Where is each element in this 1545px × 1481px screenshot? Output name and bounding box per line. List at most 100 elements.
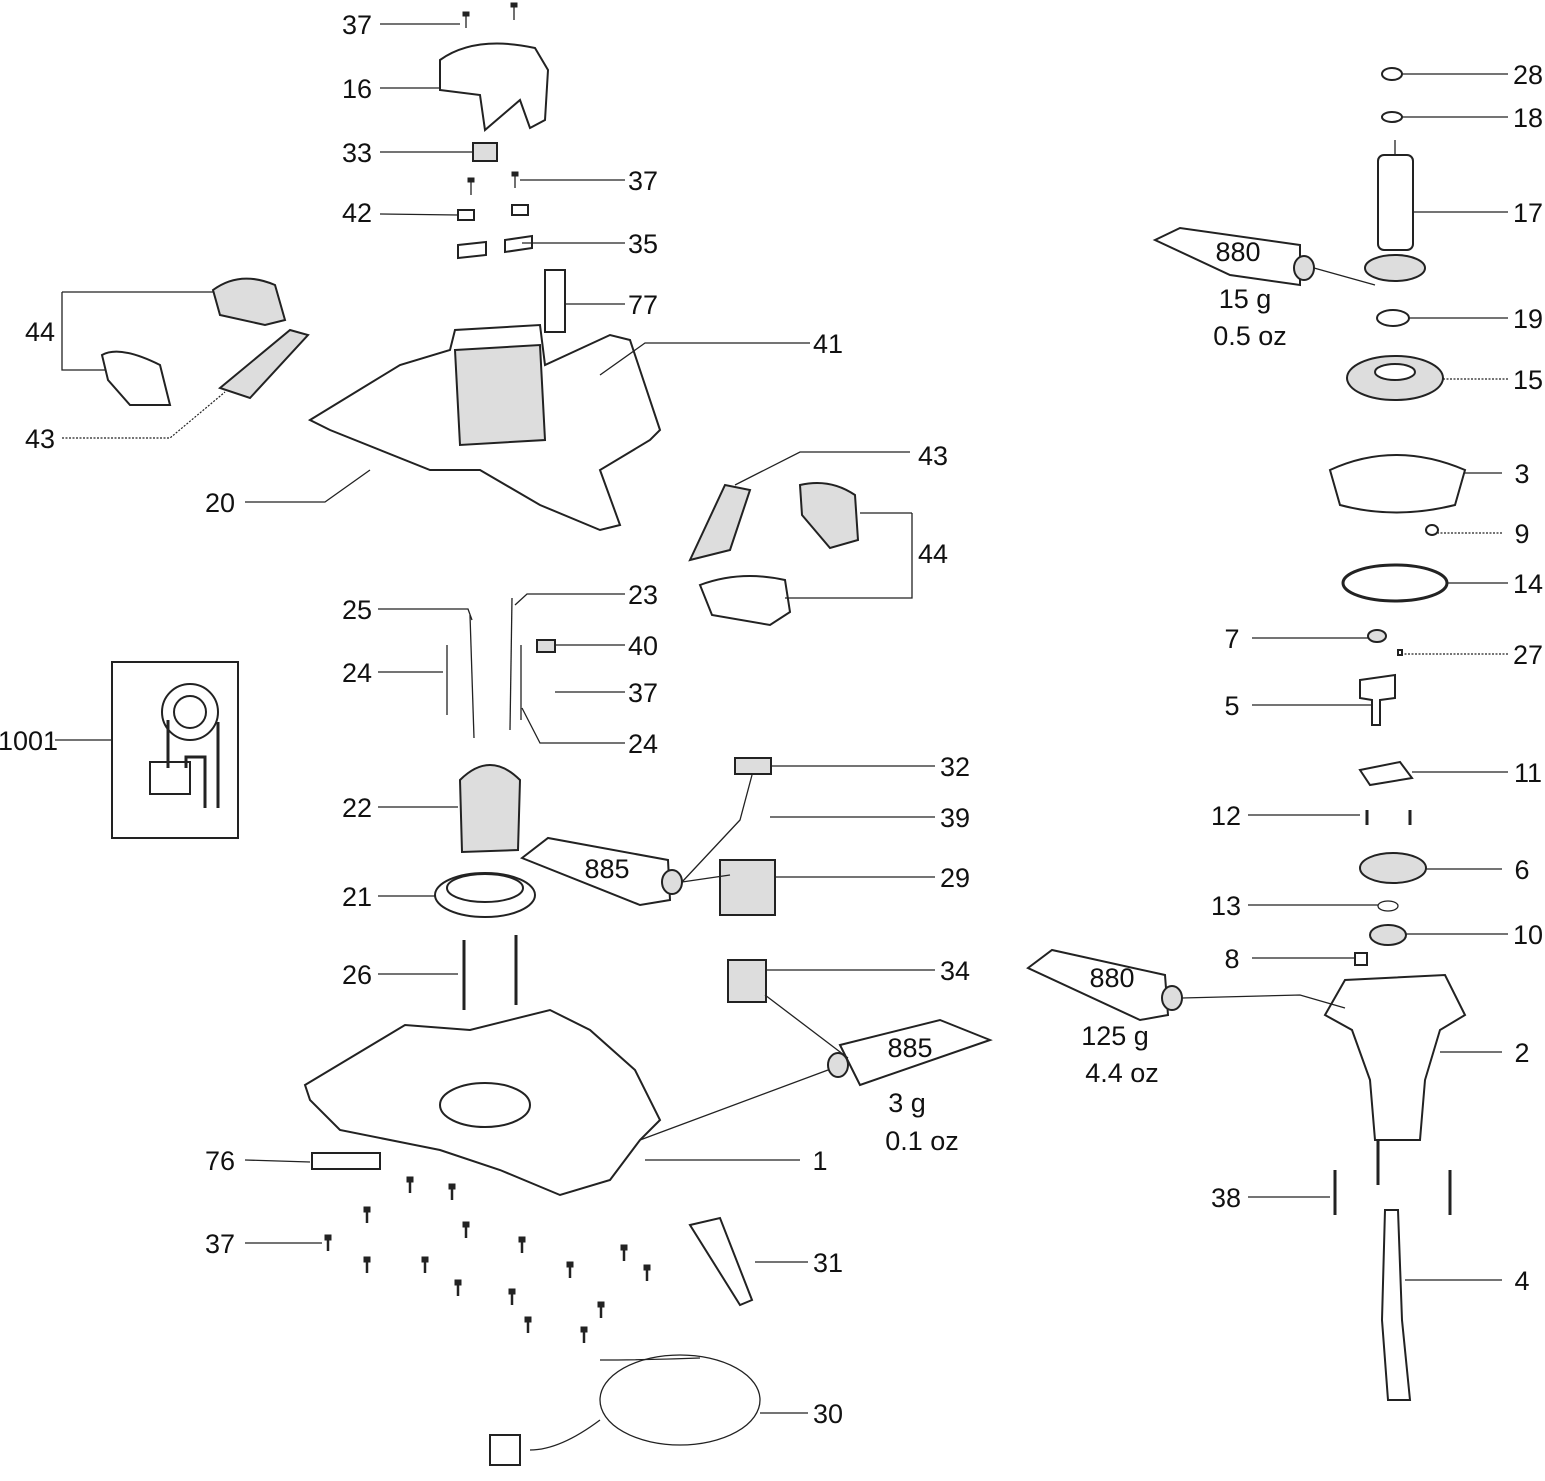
part-stator: [458, 764, 522, 854]
callout-18: 18: [1402, 103, 1543, 133]
callout-number: 35: [628, 229, 658, 259]
callout-number: 12: [1211, 801, 1241, 831]
callout-number: 40: [628, 631, 658, 661]
callout-15: 15: [1443, 365, 1543, 395]
part-screws-37-bottom: [324, 1176, 651, 1343]
screw-icon: [643, 1264, 651, 1271]
screw-icon: [597, 1301, 605, 1308]
callout-33: 33: [342, 138, 473, 168]
screw-icon: [324, 1234, 332, 1241]
screw-icon: [421, 1256, 429, 1263]
part-holder-left: [457, 240, 487, 260]
part-rods: [446, 597, 522, 739]
callout-22: 22: [342, 793, 458, 823]
callout-5: 5: [1224, 691, 1372, 721]
part-29: [719, 859, 776, 916]
right-column-parts: [1323, 67, 1467, 1401]
part-housing-motor-section: [453, 343, 547, 447]
leader-line: [244, 1159, 311, 1163]
leader-tube-885-left-a: [681, 774, 753, 883]
callout-12: 12: [1211, 801, 1360, 831]
leader-line: [62, 391, 226, 439]
callout-11: 11: [1412, 758, 1542, 788]
screw-icon: [462, 1221, 470, 1228]
callout-8: 8: [1224, 944, 1355, 974]
callout-number: 24: [628, 729, 658, 759]
callout-number: 10: [1513, 920, 1543, 950]
leader-line: [378, 608, 473, 621]
callout-number: 32: [940, 752, 970, 782]
callout-number: 9: [1514, 519, 1529, 549]
callout-44: 44: [785, 512, 948, 599]
callout-number: 38: [1211, 1183, 1241, 1213]
leader-tube-885-right-a: [639, 1069, 829, 1141]
part-ring-inner: [446, 873, 524, 903]
callout-42: 42: [342, 198, 459, 228]
callout-39: 39: [770, 803, 970, 833]
part-handle-44-left-bottom: [100, 350, 172, 406]
callout-number: 4: [1514, 1266, 1529, 1296]
part-clip-right: [511, 204, 529, 216]
part-long-screws-26: [462, 935, 518, 1010]
callout-35: 35: [522, 229, 658, 259]
callout-31: 31: [755, 1248, 843, 1278]
part-34: [727, 959, 767, 1003]
screw-icon: [406, 1176, 414, 1183]
callout-16: 16: [342, 74, 440, 104]
part-handle-43-left: [217, 328, 310, 400]
callout-44: 44: [25, 291, 213, 371]
grease-tube-885-left: [519, 836, 683, 907]
tube-880-large-code: 880: [1089, 963, 1134, 993]
callout-43: 43: [25, 391, 226, 454]
tube-880-large-oz: 4.4 oz: [1085, 1058, 1159, 1088]
part-cable: [489, 1354, 761, 1466]
leader-tube-885-right-b: [764, 994, 849, 1059]
leader-tube-885-left-b: [681, 874, 731, 883]
callout-40: 40: [555, 631, 658, 661]
callout-number: 43: [918, 441, 948, 471]
part-handle-44-right-top: [798, 482, 860, 550]
callout-30: 30: [760, 1399, 843, 1429]
part-32: [734, 757, 772, 775]
callout-number: 37: [628, 166, 658, 196]
callout-2: 2: [1440, 1038, 1530, 1068]
callout-number: 42: [342, 198, 372, 228]
callout-number: 7: [1224, 624, 1239, 654]
screw-icon: [524, 1316, 532, 1323]
callout-number: 28: [1513, 60, 1543, 90]
tube-880-small-grams: 15 g: [1219, 284, 1272, 314]
callout-6: 6: [1426, 855, 1530, 885]
leader-line: [61, 291, 213, 371]
callout-number: 6: [1514, 855, 1529, 885]
part-base-hole: [439, 1082, 531, 1128]
callout-24: 24: [342, 658, 443, 688]
callout-27: 27: [1404, 640, 1543, 670]
callout-37: 37: [555, 678, 658, 708]
part-holder-right: [504, 234, 533, 254]
callout-26: 26: [342, 960, 458, 990]
callout-number: 16: [342, 74, 372, 104]
callout-number: 22: [342, 793, 372, 823]
part-label-77: [544, 269, 566, 333]
callout-13: 13: [1211, 891, 1378, 921]
callout-number: 25: [342, 595, 372, 625]
callout-number: 1001: [0, 726, 58, 756]
leader-line: [785, 512, 913, 599]
callout-number: 17: [1513, 198, 1543, 228]
screw-icon: [620, 1244, 628, 1251]
callout-number: 37: [205, 1229, 235, 1259]
tube-885-right-grams: 3 g: [888, 1088, 926, 1118]
callout-23: 23: [514, 580, 658, 610]
screw-icon: [566, 1261, 574, 1268]
screw-icon: [508, 1288, 516, 1295]
callout-38: 38: [1211, 1183, 1330, 1213]
part-31: [688, 1216, 754, 1307]
callout-7: 7: [1224, 624, 1368, 654]
callout-number: 13: [1211, 891, 1241, 921]
callout-number: 8: [1224, 944, 1239, 974]
callout-37: 37: [205, 1229, 322, 1259]
part-switch-40: [536, 639, 556, 653]
screw-icon: [363, 1256, 371, 1263]
